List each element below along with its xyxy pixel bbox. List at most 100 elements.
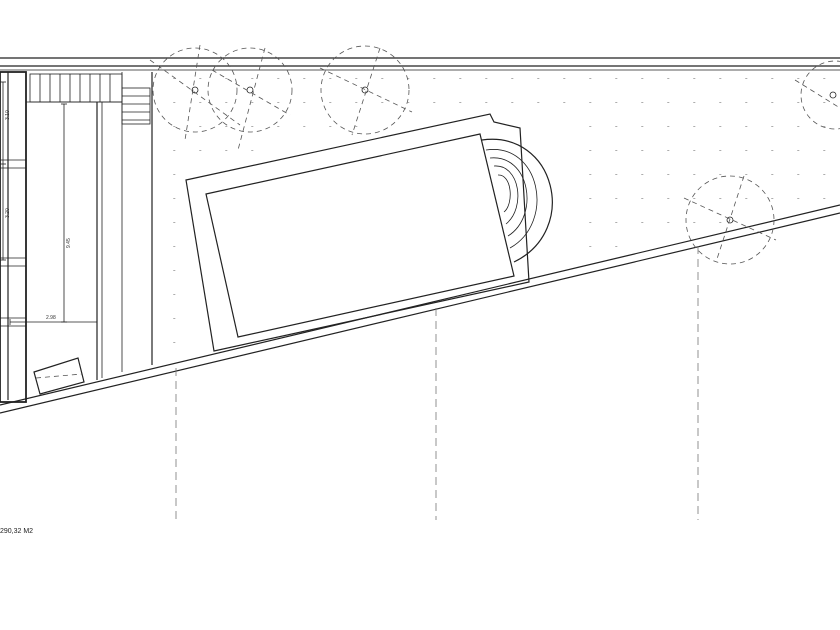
grass-mark: ‴ (745, 198, 748, 204)
grass-mark: ‴ (745, 126, 748, 132)
grass-mark: ‴ (797, 78, 800, 84)
grass-mark: ‴ (199, 102, 202, 108)
grass-mark: ‴ (173, 102, 176, 108)
grass-mark: ‴ (771, 174, 774, 180)
grass-mark: ‴ (355, 78, 358, 84)
grass-mark: ‴ (277, 102, 280, 108)
grass-mark: ‴ (667, 78, 670, 84)
grass-mark: ‴ (641, 150, 644, 156)
grass-mark: ‴ (797, 198, 800, 204)
grass-mark: ‴ (329, 102, 332, 108)
grass-mark: ‴ (303, 78, 306, 84)
grass-mark: ‴ (251, 126, 254, 132)
grass-mark: ‴ (511, 78, 514, 84)
grass-mark: ‴ (589, 150, 592, 156)
grass-mark: ‴ (823, 102, 826, 108)
grass-mark: ‴ (719, 102, 722, 108)
area-label: 290,32 M2 (0, 528, 33, 535)
grass-mark: ‴ (719, 198, 722, 204)
grass-mark: ‴ (771, 150, 774, 156)
grass-mark: ‴ (745, 78, 748, 84)
grass-mark: ‴ (199, 150, 202, 156)
grass-mark: ‴ (693, 126, 696, 132)
dimension-label-length: 9.45 (66, 238, 72, 248)
grass-mark: ‴ (199, 126, 202, 132)
grass-mark: ‴ (823, 150, 826, 156)
grass-mark: ‴ (615, 246, 618, 252)
dimension-label-width: 2.98 (46, 315, 56, 321)
grass-mark: ‴ (719, 150, 722, 156)
grass-mark: ‴ (615, 126, 618, 132)
grass-mark: ‴ (563, 78, 566, 84)
grass-mark: ‴ (485, 102, 488, 108)
stairs-icon (29, 73, 151, 125)
grass-mark: ‴ (823, 198, 826, 204)
planter-box (33, 357, 85, 395)
tree-canopy-icon (319, 45, 413, 136)
grass-mark: ‴ (381, 102, 384, 108)
grass-mark: ‴ (173, 126, 176, 132)
grass-mark: ‴ (771, 198, 774, 204)
grass-mark: ‴ (173, 318, 176, 324)
grass-mark: ‴ (173, 270, 176, 276)
grass-mark: ‴ (303, 126, 306, 132)
grass-mark: ‴ (355, 102, 358, 108)
projection-lines (175, 246, 699, 520)
grass-mark: ‴ (797, 126, 800, 132)
grass-mark: ‴ (745, 174, 748, 180)
grass-mark: ‴ (251, 102, 254, 108)
property-boundary (0, 57, 840, 414)
grass-mark: ‴ (641, 174, 644, 180)
grass-hatch-icon: ‴ ‴ ‴ ‴ ‴ ‴ ‴ ‴ ‴ ‴ ‴ ‴ ‴ ‴ ‴ ‴ ‴ ‴ ‴ ‴ ‴ ‴ ‴ ‴ ‴ ‴ ‴ ‴ ‴ ‴ ‴ ‴ ‴ ‴ ‴ ‴ ‴ ‴ ‴ ‴… (173, 78, 826, 348)
grass-mark: ‴ (199, 78, 202, 84)
dimension-label-b: 3.20 (5, 208, 11, 218)
grass-mark: ‴ (641, 102, 644, 108)
grass-mark: ‴ (563, 102, 566, 108)
grass-mark: ‴ (589, 222, 592, 228)
grass-mark: ‴ (771, 126, 774, 132)
grass-mark: ‴ (615, 198, 618, 204)
tree-group (149, 44, 840, 265)
grass-mark: ‴ (615, 174, 618, 180)
grass-mark: ‴ (693, 198, 696, 204)
grass-mark: ‴ (641, 126, 644, 132)
grass-mark: ‴ (771, 78, 774, 84)
grass-mark: ‴ (277, 126, 280, 132)
grass-mark: ‴ (173, 78, 176, 84)
grass-mark: ‴ (173, 222, 176, 228)
grass-mark: ‴ (173, 294, 176, 300)
grass-mark: ‴ (225, 126, 228, 132)
grass-mark: ‴ (797, 150, 800, 156)
grass-mark: ‴ (433, 102, 436, 108)
dimension-lines (0, 81, 98, 325)
grass-mark: ‴ (693, 78, 696, 84)
grass-mark: ‴ (667, 126, 670, 132)
grass-mark: ‴ (511, 102, 514, 108)
grass-mark: ‴ (589, 126, 592, 132)
tree-canopy-icon (683, 175, 777, 265)
grass-mark: ‴ (615, 150, 618, 156)
grass-mark: ‴ (251, 78, 254, 84)
grass-mark: ‴ (173, 174, 176, 180)
grass-mark: ‴ (693, 174, 696, 180)
swimming-pool (185, 113, 553, 352)
grass-mark: ‴ (719, 126, 722, 132)
tree-canopy-icon (207, 47, 293, 151)
tree-canopy-icon (794, 60, 840, 130)
grass-mark: ‴ (745, 150, 748, 156)
grass-mark: ‴ (355, 126, 358, 132)
grass-mark: ‴ (407, 78, 410, 84)
grass-mark: ‴ (329, 126, 332, 132)
grass-mark: ‴ (589, 246, 592, 252)
grass-mark: ‴ (641, 78, 644, 84)
grass-mark: ‴ (589, 102, 592, 108)
grass-mark: ‴ (693, 102, 696, 108)
grass-mark: ‴ (303, 102, 306, 108)
tree-canopy-icon (149, 44, 241, 141)
grass-mark: ‴ (225, 78, 228, 84)
grass-mark: ‴ (797, 174, 800, 180)
grass-mark: ‴ (225, 102, 228, 108)
grass-mark: ‴ (459, 102, 462, 108)
grass-mark: ‴ (589, 174, 592, 180)
